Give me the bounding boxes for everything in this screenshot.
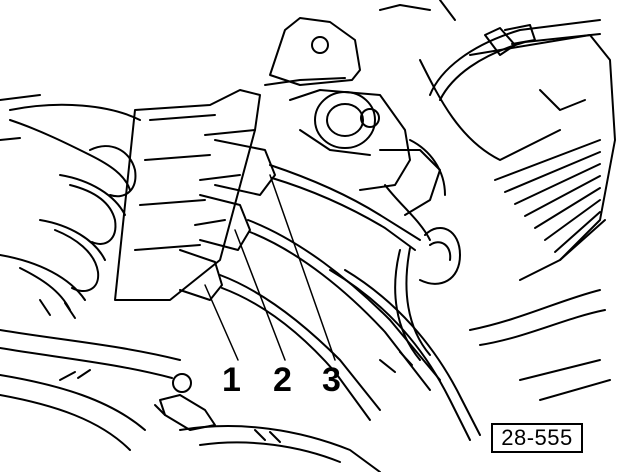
plug-bodies: [179, 139, 276, 301]
callout-2: 2: [273, 361, 292, 399]
callout-3: 3: [322, 361, 341, 399]
figure-id-label: 28-555: [491, 423, 583, 453]
connector-wires: [219, 164, 441, 421]
connector-housing: [114, 89, 261, 301]
leader-lines: [204, 174, 336, 361]
large-hose: [179, 425, 381, 472]
hand: [0, 103, 141, 311]
lower-left-hoses: [0, 299, 181, 451]
mounting-bracket: [264, 17, 361, 86]
central-valve: [289, 89, 446, 241]
engine-block: [419, 34, 616, 281]
hose-clamp: [154, 373, 216, 431]
callout-1: 1: [222, 361, 241, 399]
right-cable-loop: [394, 226, 461, 361]
background-lines: [0, 0, 456, 141]
top-right-cable: [429, 19, 601, 101]
bottom-right-hoses: [329, 269, 611, 441]
